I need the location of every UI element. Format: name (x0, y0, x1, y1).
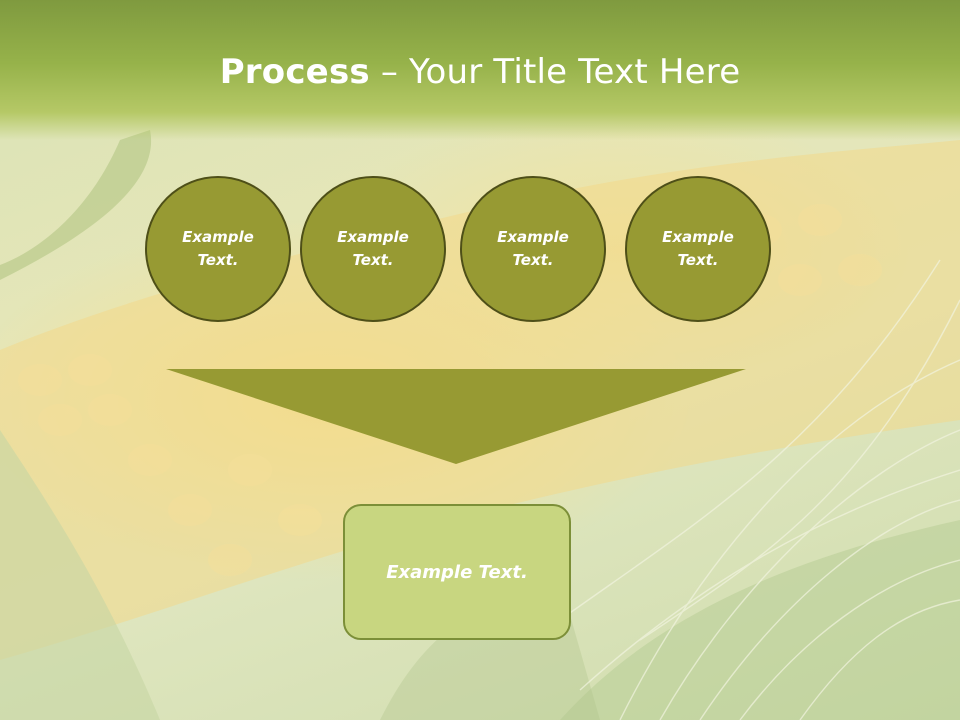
process-step-circle-3[interactable]: Example Text. (460, 176, 606, 322)
process-step-circle-1[interactable]: Example Text. (145, 176, 291, 322)
circle-label: Example Text. (182, 228, 254, 269)
title-band (0, 0, 960, 140)
result-box[interactable]: Example Text. (343, 504, 571, 640)
title-rest: – Your Title Text Here (369, 52, 741, 92)
title-bold-part: Process (219, 52, 370, 92)
process-step-circle-2[interactable]: Example Text. (300, 176, 446, 322)
circle-label: Example Text. (497, 228, 569, 269)
result-label: Example Text. (386, 561, 528, 583)
process-step-circle-4[interactable]: Example Text. (625, 176, 771, 322)
circle-label: Example Text. (662, 228, 734, 269)
slide-title[interactable]: Process – Your Title Text Here (0, 52, 960, 92)
circle-label: Example Text. (337, 228, 409, 269)
